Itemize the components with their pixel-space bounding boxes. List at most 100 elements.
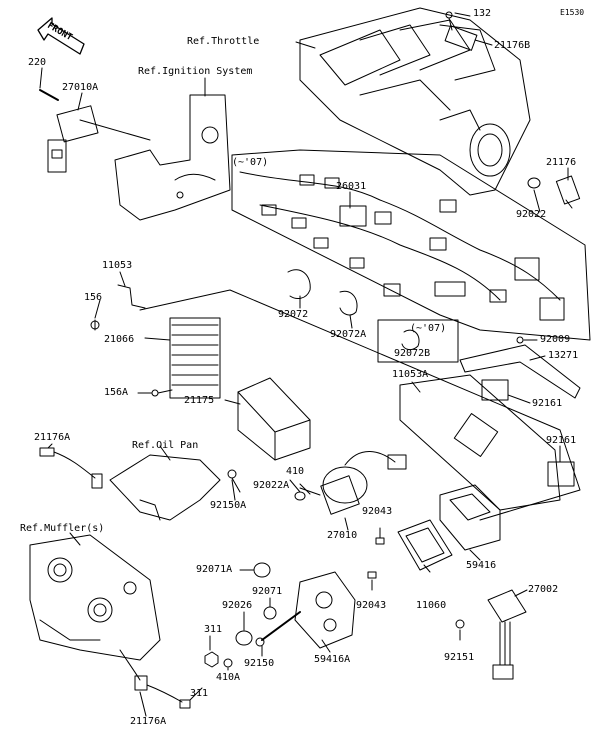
bracket-11053a-drawing <box>399 374 561 511</box>
oil-pan-drawing <box>109 454 221 521</box>
part-21176a-top: 21176A <box>34 432 71 443</box>
sensor-21176a-oilpan-drawing <box>39 447 103 489</box>
leader-220 <box>39 67 43 89</box>
leader-27010a-mount <box>79 119 151 141</box>
leader-410 <box>289 479 301 493</box>
leader-92072a <box>349 314 353 329</box>
clamp-92072a-drawing <box>339 290 358 316</box>
rubber-92161a-drawing <box>481 379 509 401</box>
part-92161b: 92161 <box>546 435 577 446</box>
part-92043a: 92043 <box>362 506 393 517</box>
leader-132 <box>454 12 471 17</box>
part-220: 220 <box>28 57 47 68</box>
leader-11060 <box>423 564 431 573</box>
grommet-92026-drawing <box>235 630 253 646</box>
leader-27002 <box>514 589 528 597</box>
part-21176a-bottom: 21176A <box>130 716 167 727</box>
leader-92161a <box>507 394 531 404</box>
leader-27010a <box>77 92 83 111</box>
leader-throttle <box>295 41 316 49</box>
part-92151: 92151 <box>444 652 475 663</box>
throttle-body-drawing <box>299 7 531 196</box>
ref-oil-pan: Ref.Oil Pan <box>132 440 199 451</box>
regulator-21066-drawing <box>151 317 221 399</box>
part-21176b: 21176B <box>494 40 531 51</box>
clamp-year-note: (~'07) <box>410 323 447 334</box>
leader-11053 <box>119 271 126 287</box>
sensor-27010a-drawing <box>39 89 99 173</box>
front-arrow-icon <box>37 17 85 55</box>
part-27010: 27010 <box>327 530 358 541</box>
ref-muffler: Ref.Muffler(s) <box>20 523 105 534</box>
part-410a: 410A <box>216 672 241 683</box>
cap-92071-drawing <box>263 606 277 620</box>
part-92072b: 92072B <box>394 348 431 359</box>
clamp-92072-drawing <box>287 269 311 299</box>
part-410: 410 <box>286 466 305 477</box>
leader-59416 <box>469 549 481 561</box>
part-92071: 92071 <box>252 586 283 597</box>
part-92022: 92022 <box>516 209 547 220</box>
part-132: 132 <box>473 8 492 19</box>
clamp-92072b-box <box>377 319 459 363</box>
part-92161a: 92161 <box>532 398 563 409</box>
part-92150: 92150 <box>244 658 275 669</box>
washer-92022a-drawing <box>294 491 306 501</box>
leader-13271 <box>529 355 546 361</box>
part-11060: 11060 <box>416 600 447 611</box>
sensor-21176a-muffler-drawing <box>119 649 191 709</box>
bracket-11053-drawing <box>90 284 146 331</box>
ref-throttle: Ref.Throttle <box>187 36 260 47</box>
leader-21176b <box>474 39 493 46</box>
part-92072: 92072 <box>278 309 309 320</box>
leader-156 <box>94 299 101 319</box>
washer-410a-drawing <box>223 658 233 668</box>
bolt-92150-drawing <box>255 611 301 647</box>
diagram-code: E1530 <box>560 8 585 17</box>
part-92009: 92009 <box>540 334 571 345</box>
pin-92043a-drawing <box>375 537 385 545</box>
part-92072a: 92072A <box>330 329 367 340</box>
leader-muffler <box>69 532 81 546</box>
harness-box-drawing <box>231 149 591 341</box>
part-311b: 311 <box>190 688 209 699</box>
clamp-92072b-drawing <box>401 329 420 351</box>
leader-311b <box>189 687 203 701</box>
sensor-21176b-drawing <box>444 11 478 51</box>
pin-92043b-drawing <box>367 571 377 579</box>
part-27010a: 27010A <box>62 82 99 93</box>
part-156a: 156A <box>104 387 129 398</box>
nut-311a-drawing <box>204 651 219 668</box>
part-26031: 26031 <box>336 181 367 192</box>
part-92026: 92026 <box>222 600 253 611</box>
leader-oil-pan <box>159 445 171 461</box>
part-13271: 13271 <box>548 350 579 361</box>
part-92150a: 92150A <box>210 500 247 511</box>
leader-92022a <box>299 483 311 495</box>
region-outline <box>139 289 581 521</box>
ecu-21175-drawing <box>237 377 311 461</box>
leader-27010 <box>344 517 349 531</box>
harness-year-note: (~'07) <box>232 157 269 168</box>
gasket-11060-drawing <box>397 519 453 571</box>
housing-59416-drawing <box>439 484 501 551</box>
leader-59416a <box>321 639 331 653</box>
part-21066: 21066 <box>104 334 135 345</box>
part-59416: 59416 <box>466 560 497 571</box>
part-21175: 21175 <box>184 395 215 406</box>
part-92071a: 92071A <box>196 564 233 575</box>
muffler-drawing <box>29 534 161 661</box>
leader-92022 <box>533 189 541 213</box>
part-11053: 11053 <box>102 260 133 271</box>
cap-92071a-drawing <box>253 562 271 578</box>
solenoid-27010-drawing <box>299 451 407 515</box>
part-59416a: 59416A <box>314 654 351 665</box>
leader-21176a-bottom <box>139 691 147 717</box>
sensor-27002-drawing <box>455 589 527 680</box>
part-311a: 311 <box>204 624 223 635</box>
leader-92150a <box>231 479 236 501</box>
ignition-bracket-drawing <box>114 94 231 221</box>
ref-ignition-system: Ref.Ignition System <box>138 66 253 77</box>
